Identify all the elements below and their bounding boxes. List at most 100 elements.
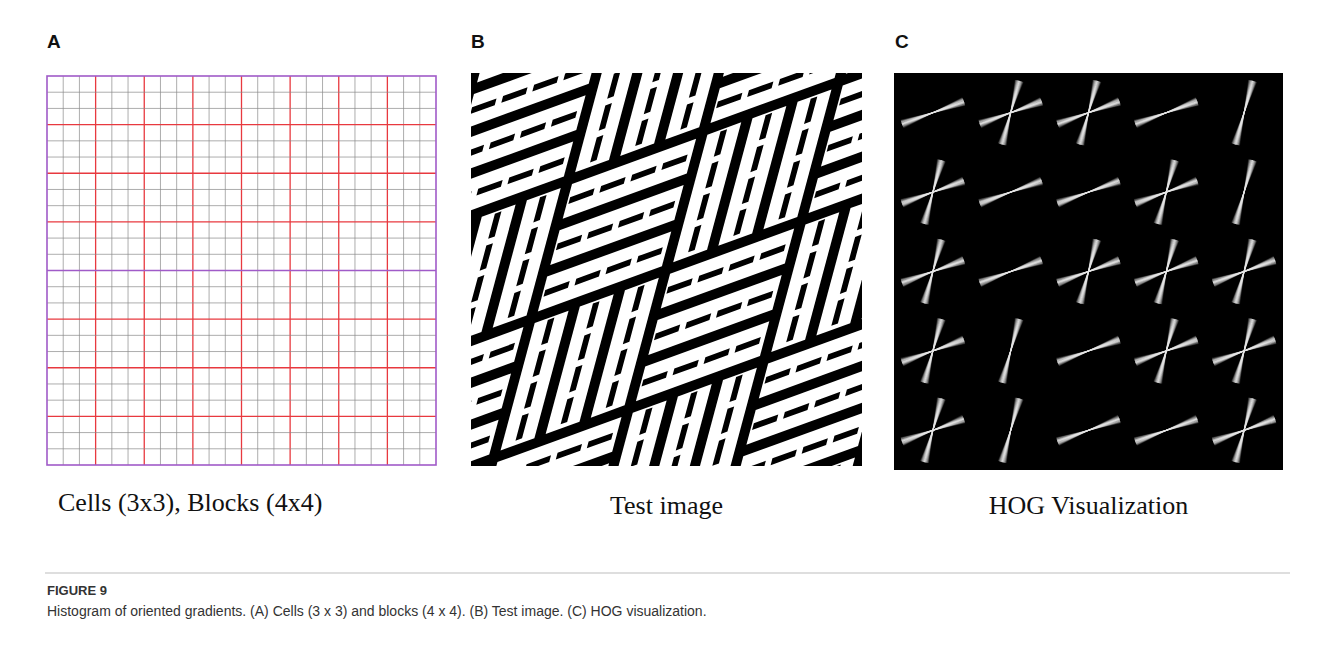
gradient-glyph	[1232, 159, 1257, 224]
gradient-glyph	[1212, 318, 1276, 383]
orientation-bin	[979, 262, 1042, 281]
orientation-bin	[1057, 342, 1120, 360]
orientation-bin	[1135, 103, 1198, 122]
weave-bar	[471, 420, 499, 466]
weave-bar	[857, 408, 862, 466]
orientation-bin	[1135, 102, 1197, 123]
weave-dash	[840, 73, 862, 102]
weave-dash	[789, 220, 822, 344]
panel-caption: Cells (3x3), Blocks (4x4)	[58, 486, 403, 520]
orientation-bin	[1056, 185, 1120, 200]
orientation-bin	[1056, 343, 1120, 359]
orientation-bin	[1056, 422, 1120, 438]
grid-line	[47, 367, 436, 368]
orientation-bin	[1057, 421, 1120, 439]
weave-dash	[804, 466, 837, 467]
orientation-bin	[921, 241, 945, 303]
orientation-bin	[1134, 422, 1198, 439]
weave-dash	[471, 212, 498, 336]
weave-bar	[493, 188, 561, 328]
orientation-bin	[1232, 241, 1257, 302]
weave-bar	[833, 73, 862, 120]
grid-line	[47, 205, 436, 206]
orientation-bin	[1057, 421, 1120, 440]
orientation-bin	[1134, 423, 1198, 438]
orientation-bin	[1057, 182, 1120, 202]
weave-dash	[510, 196, 543, 320]
weave-bar	[861, 179, 862, 319]
grid-line	[47, 238, 436, 239]
orientation-bin	[1154, 162, 1179, 223]
orientation-bin	[1077, 82, 1101, 144]
orientation-bin	[1232, 399, 1256, 461]
orientation-bin	[1057, 342, 1121, 359]
weave-dash	[495, 435, 615, 466]
weave-bar	[763, 89, 831, 229]
orientation-bin	[998, 320, 1023, 381]
orientation-bin	[1135, 421, 1198, 440]
grid-line	[47, 448, 436, 449]
weave-dash	[815, 151, 862, 195]
panel-letter: C	[895, 30, 909, 54]
orientation-bin	[1232, 241, 1256, 303]
gradient-glyph	[1134, 415, 1198, 445]
gradient-glyph	[979, 257, 1043, 287]
gradient-glyph	[901, 159, 965, 224]
orientation-bin	[999, 82, 1023, 144]
orientation-bin	[979, 264, 1043, 279]
gradient-glyph	[1056, 239, 1120, 304]
orientation-bin	[1232, 400, 1257, 461]
orientation-bin	[901, 104, 965, 121]
weave-dash	[765, 337, 862, 381]
orientation-bin	[1154, 241, 1179, 302]
weave-band	[857, 408, 862, 466]
grid-line	[47, 351, 436, 352]
gradient-glyph	[1134, 98, 1198, 128]
orientation-bin	[998, 400, 1023, 461]
weave	[471, 73, 862, 466]
weave-dash	[518, 319, 551, 443]
orientation-bin	[1057, 422, 1121, 439]
gradient-glyph	[1134, 159, 1198, 224]
panel-caption: Test image	[471, 490, 862, 523]
figure-number: FIGURE 9	[47, 583, 107, 599]
gradient-glyph	[1134, 318, 1198, 383]
orientation-bin	[921, 400, 946, 461]
orientation-bin	[901, 104, 964, 122]
weave-bar	[816, 196, 862, 336]
orientation-bin	[901, 103, 964, 122]
weave-band	[488, 417, 621, 466]
grid-line	[47, 254, 436, 255]
orientation-bin	[1232, 82, 1256, 144]
weave-bar	[591, 278, 659, 418]
figure-caption: Histogram of oriented gradients. (A) Cel…	[47, 603, 1287, 621]
weave-band	[591, 278, 659, 418]
gradient-glyph	[1212, 239, 1276, 304]
grid-line	[47, 286, 436, 287]
weave-band	[546, 294, 614, 434]
weave-bar	[846, 73, 862, 74]
weave-band	[846, 73, 862, 74]
weave-bar	[809, 133, 862, 213]
weave-band	[718, 106, 786, 246]
weave-band	[471, 420, 499, 466]
weave-dash	[736, 114, 769, 238]
weave-band	[599, 401, 667, 466]
orientation-bin	[1135, 104, 1198, 122]
weave-bar	[546, 294, 614, 434]
orientation-bin	[1057, 181, 1119, 202]
weave-bar	[476, 463, 609, 466]
grid-line	[47, 189, 436, 190]
orientation-bin	[1154, 241, 1178, 303]
grid-line	[47, 318, 436, 319]
orientation-bin	[1057, 182, 1120, 201]
hog-visualization	[894, 73, 1283, 470]
grid-line	[47, 157, 436, 158]
grid-line	[47, 432, 436, 433]
weave-dash	[638, 73, 671, 148]
weave-bar	[471, 142, 573, 222]
orientation-bin	[1154, 320, 1178, 382]
weave-band	[734, 411, 862, 466]
weave-dash	[616, 409, 649, 466]
